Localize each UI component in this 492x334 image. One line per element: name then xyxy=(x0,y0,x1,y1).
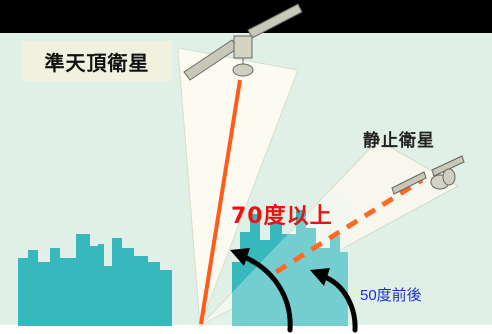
arrow-head-icon xyxy=(310,268,330,286)
ground xyxy=(0,325,492,334)
geostationary-label: 静止衛星 xyxy=(363,131,435,151)
city-skyline-right xyxy=(232,210,348,326)
qzss-beam xyxy=(177,47,299,327)
qzss-satellite-icon xyxy=(183,3,303,81)
qzss-label: 準天頂衛星 xyxy=(44,50,150,75)
geo-signal-line xyxy=(274,177,424,275)
angle-arrows xyxy=(239,253,358,333)
qzss-label-box: 準天頂衛星 xyxy=(22,41,172,81)
qzss-elevation-label: 70度以上 xyxy=(231,204,333,229)
city-skyline-left xyxy=(18,234,172,326)
geo-satellite-icon xyxy=(391,155,465,195)
curved-arrow-icon xyxy=(319,273,358,333)
top-band xyxy=(0,0,492,33)
arrow-head-icon xyxy=(230,248,250,266)
qzss-signal-line xyxy=(199,79,242,325)
geo-elevation-label: 50度前後 xyxy=(360,287,422,304)
beam-overlay xyxy=(200,190,350,326)
arrow-heads xyxy=(230,248,330,286)
curved-arrow-icon xyxy=(239,253,293,333)
